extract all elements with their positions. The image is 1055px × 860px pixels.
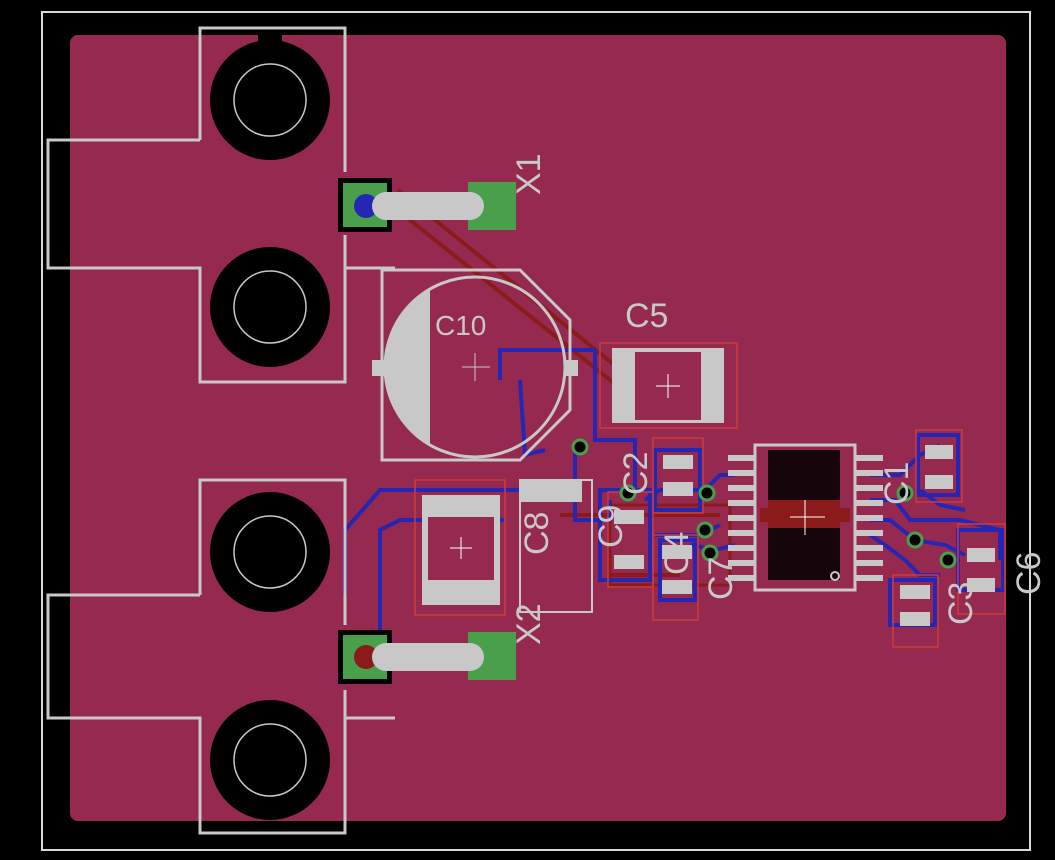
label-c6: C6 xyxy=(1010,552,1048,595)
label-c8: C8 xyxy=(518,512,556,555)
small-smd-pads xyxy=(614,445,995,626)
copper-pour xyxy=(70,35,1006,821)
vias xyxy=(571,438,957,569)
c10-polarity-fill xyxy=(384,289,430,445)
label-c1: C1 xyxy=(878,462,916,505)
connector-pads xyxy=(338,178,516,684)
ic-package xyxy=(728,443,883,592)
mounting-holes xyxy=(210,35,330,820)
label-c10: C10 xyxy=(435,310,486,341)
label-c5: C5 xyxy=(625,297,668,335)
label-c9: C9 xyxy=(592,505,630,548)
label-c7: C7 xyxy=(702,557,740,600)
label-c2: C2 xyxy=(617,452,655,495)
label-x1: X1 xyxy=(510,153,548,195)
label-c3: C3 xyxy=(942,582,980,625)
smd-capacitors xyxy=(422,348,724,605)
silkscreen-connectors xyxy=(46,26,395,835)
board-outline xyxy=(41,11,1031,851)
c8-pad xyxy=(520,480,582,502)
label-x2: X2 xyxy=(510,603,548,645)
c10-pad-left xyxy=(372,360,386,376)
label-c4: C4 xyxy=(658,532,696,575)
c10-pad-right xyxy=(564,360,578,376)
